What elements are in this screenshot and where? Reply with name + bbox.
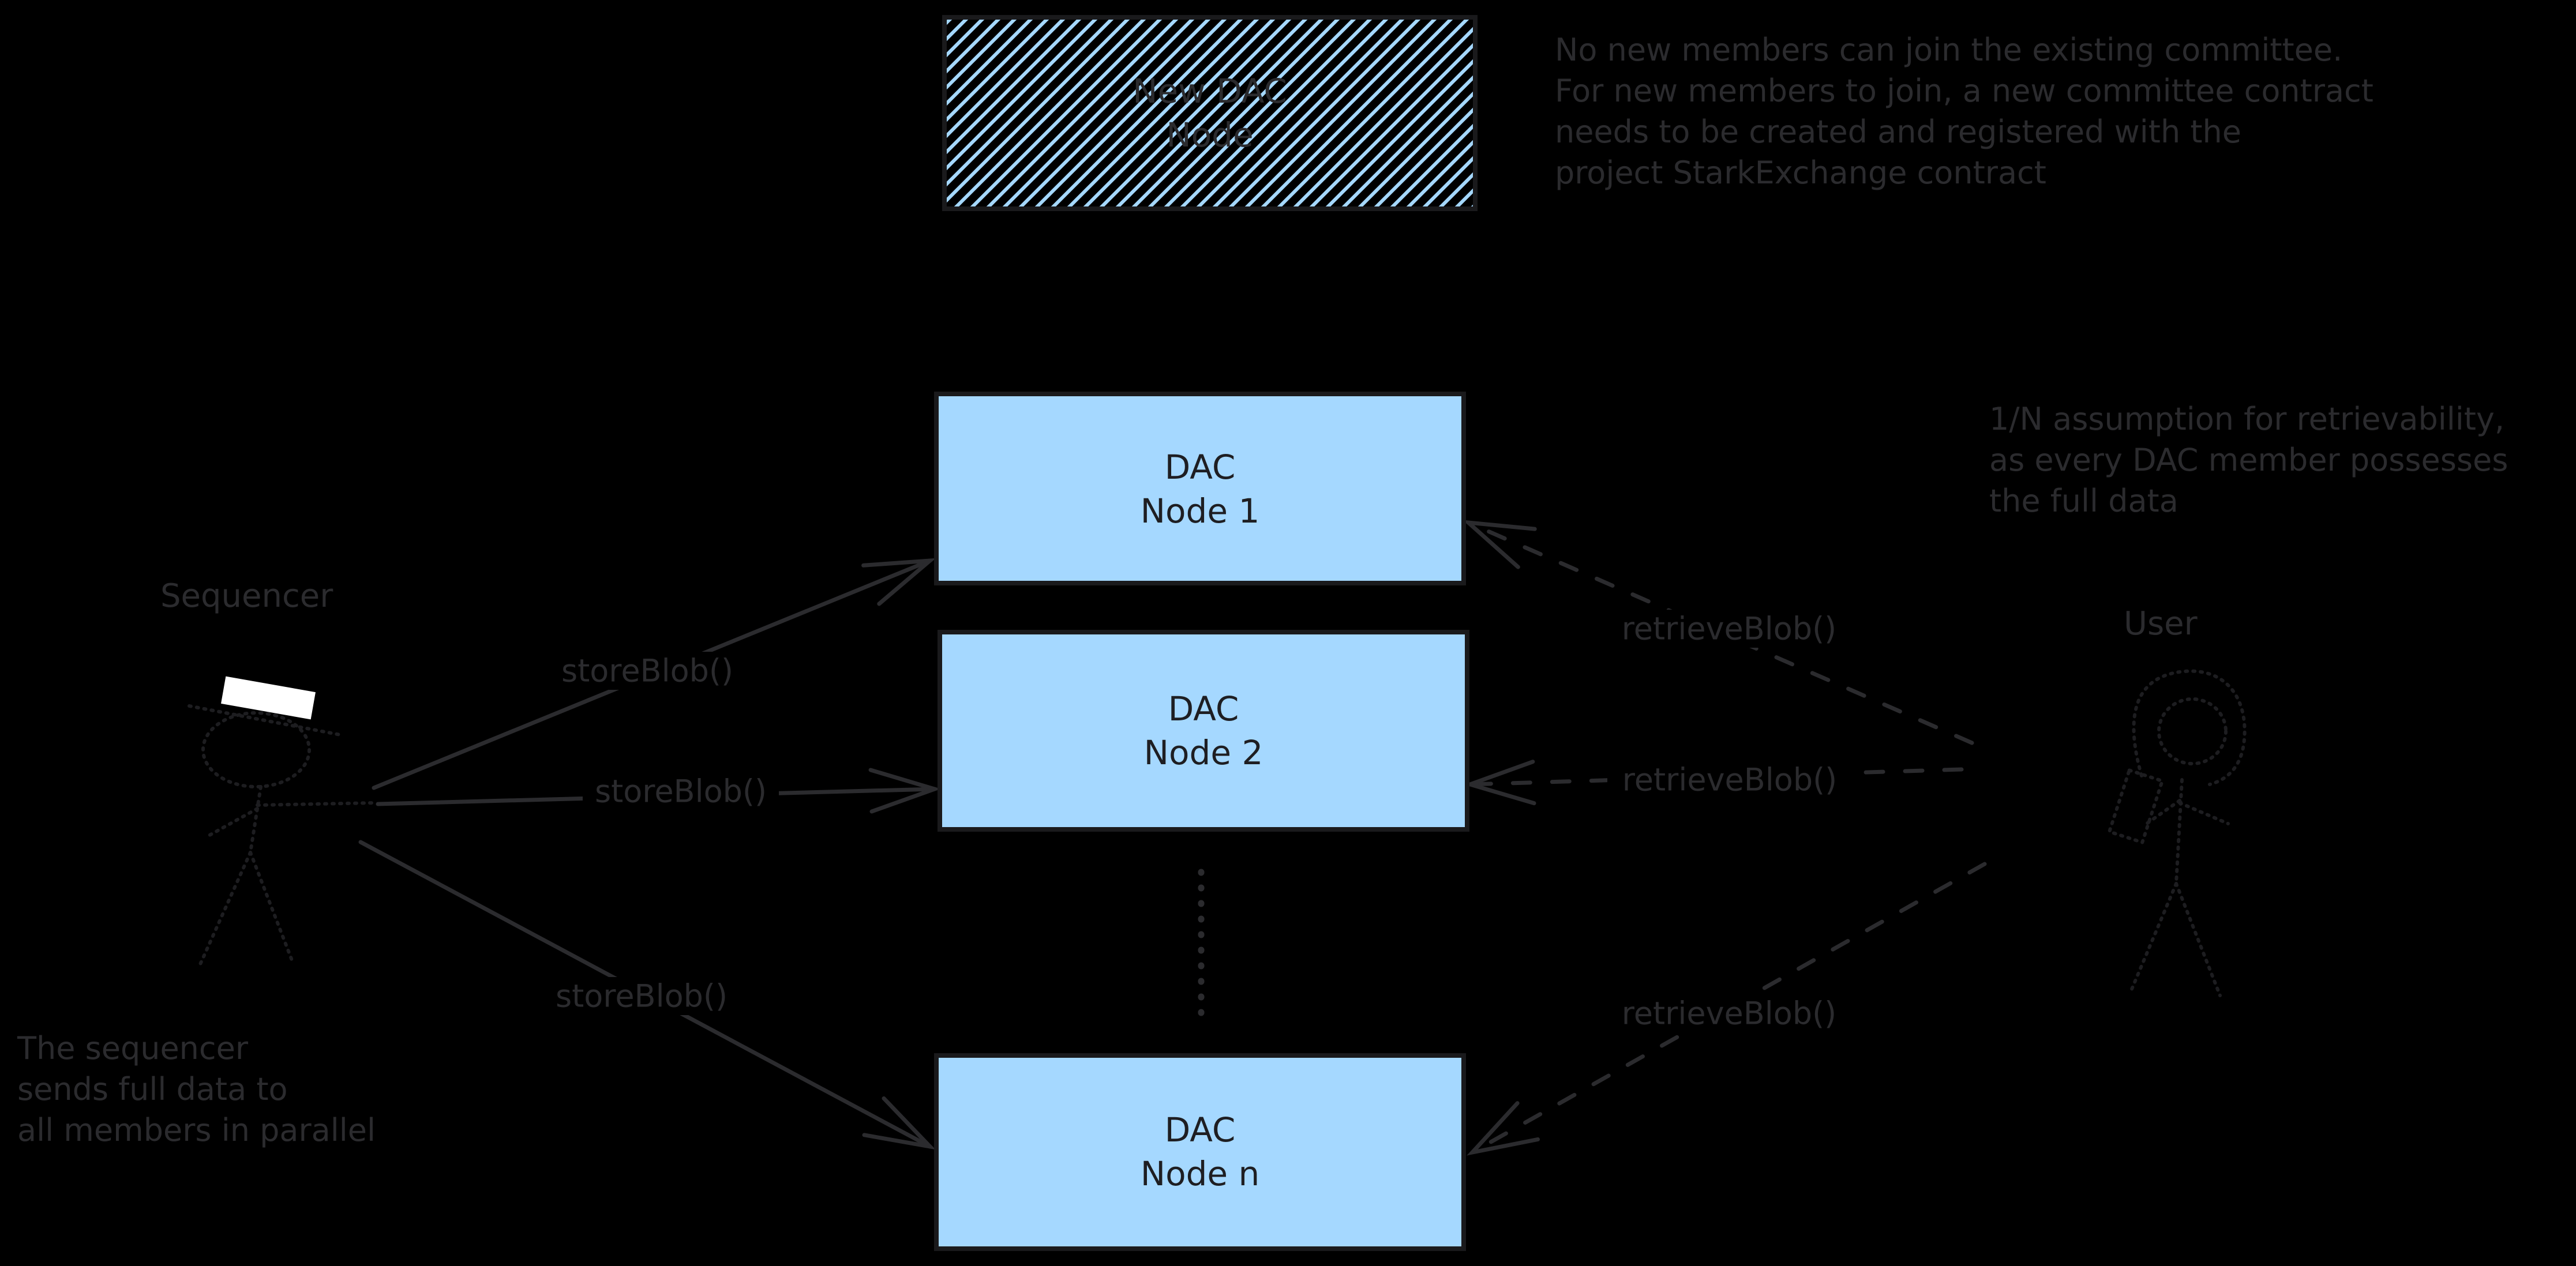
sequencer-arm-right [256, 801, 376, 807]
dac-node-2-label-line1: DAC [1168, 689, 1239, 728]
note-retrievability-line1: 1/N assumption for retrievability, [1989, 401, 2504, 437]
retrieve-blob-label-1: retrieveBlob() [1622, 611, 1837, 647]
retrieve-blob-arrow-3 [1467, 862, 1987, 1156]
user-body [2174, 778, 2184, 885]
note-retrievability-line3: the full data [1989, 483, 2178, 519]
retrieve-blob-label-2: retrieveBlob() [1622, 762, 1838, 798]
store-blob-label-1: storeBlob() [561, 653, 733, 689]
sequencer-leg-right [249, 851, 295, 965]
sequencer-head [201, 711, 311, 788]
user-arm-right [2178, 801, 2230, 825]
user-leg-left [2128, 882, 2178, 995]
retrieve-blob-label-3: retrieveBlob() [1622, 995, 1837, 1032]
sequencer-hat [221, 676, 316, 720]
note-parallel-line1: The sequencer [17, 1030, 249, 1066]
dac-node-n-label-line2: Node n [1141, 1154, 1260, 1193]
user-hair [2132, 669, 2247, 786]
sequencer-leg-left [198, 851, 252, 967]
note-committee-line1: No new members can join the existing com… [1555, 32, 2342, 68]
note-retrievability: 1/N assumption for retrievability, as ev… [1989, 401, 2508, 519]
note-committee-line3: needs to be created and registered with … [1555, 114, 2241, 150]
user-arm-left [2143, 799, 2181, 827]
edge-labels: storeBlob() storeBlob() storeBlob() retr… [543, 610, 1852, 1032]
user-phone [2107, 768, 2165, 845]
sequencer-body [249, 785, 263, 854]
sequencer-label: Sequencer [160, 577, 333, 615]
note-parallel-line3: all members in parallel [17, 1112, 376, 1148]
dac-node-1-box: DAC Node 1 [934, 392, 1466, 585]
store-blob-label-3: storeBlob() [556, 978, 728, 1015]
user-label: User [2124, 605, 2198, 643]
new-dac-node-box: New DAC Node [942, 15, 1478, 211]
store-blob-label-2: storeBlob() [595, 773, 767, 810]
sequencer-arm-left [204, 807, 259, 839]
dac-node-n-box: DAC Node n [934, 1053, 1466, 1251]
note-parallel: The sequencer sends full data to all mem… [17, 1030, 376, 1148]
dac-node-2-label-line2: Node 2 [1144, 733, 1263, 772]
dac-node-1-label-line1: DAC [1165, 448, 1236, 487]
sequencer-hat-brim [188, 704, 345, 737]
new-dac-node-label-line1: New DAC [1133, 72, 1287, 111]
dac-node-2-box: DAC Node 2 [938, 630, 1469, 832]
user-head [2157, 697, 2228, 765]
user-leg-right [2174, 882, 2222, 997]
note-parallel-line2: sends full data to [17, 1071, 288, 1107]
new-dac-node-label-line2: Node [1166, 115, 1253, 155]
store-blob-arrows [358, 558, 942, 1150]
note-committee-line2: For new members to join, a new committee… [1555, 73, 2373, 109]
dac-node-1-label-line2: Node 1 [1141, 491, 1260, 531]
note-committee: No new members can join the existing com… [1555, 32, 2373, 191]
note-retrievability-line2: as every DAC member possesses [1989, 442, 2508, 478]
note-committee-line4: project StarkExchange contract [1555, 155, 2046, 191]
sequencer-figure: Sequencer [160, 577, 376, 967]
user-figure: User [2107, 605, 2247, 997]
dac-node-n-label-line1: DAC [1165, 1110, 1236, 1149]
